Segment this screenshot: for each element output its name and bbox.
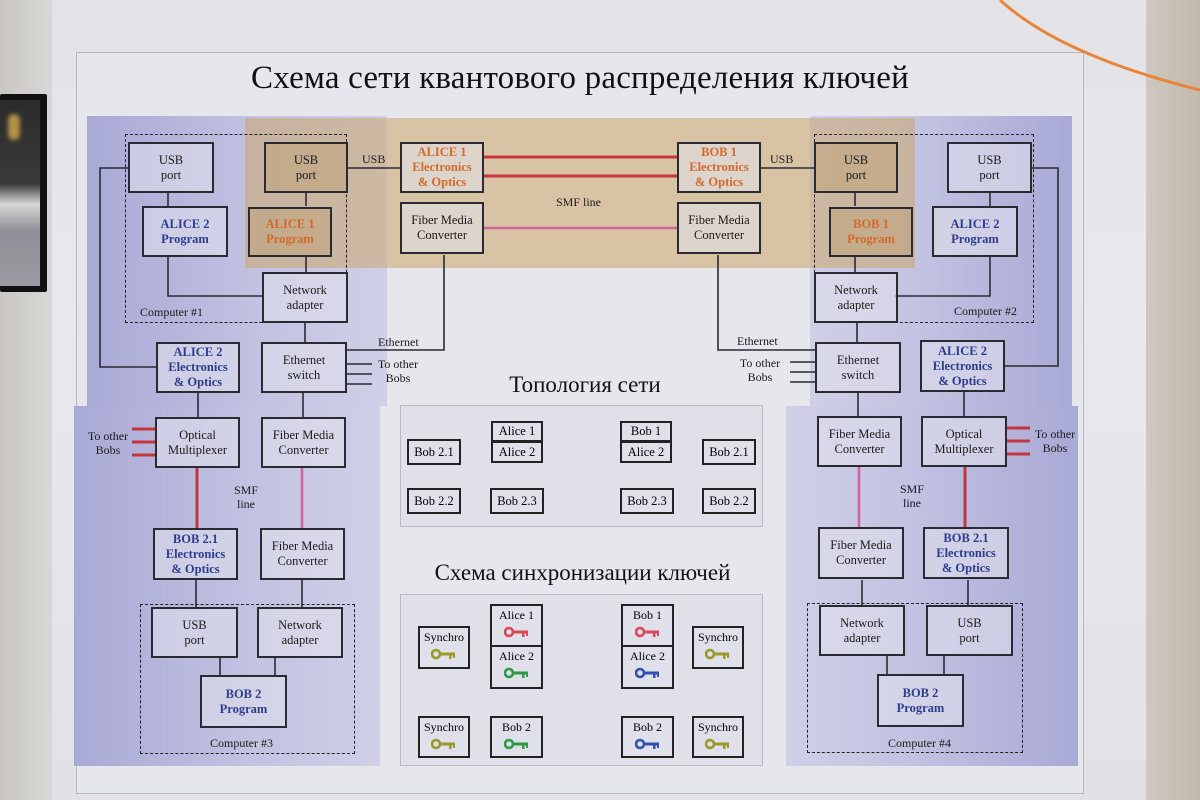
topo-node: Bob 2.3 bbox=[620, 488, 674, 514]
key-icon bbox=[503, 738, 528, 750]
computer-2-outline bbox=[814, 134, 1034, 323]
to-other-bobs-label: To other Bobs bbox=[87, 429, 129, 457]
sync-node-synchro: Synchro bbox=[692, 716, 744, 758]
sync-node-alice1: Alice 1 bbox=[490, 604, 543, 647]
wall-picture-frame bbox=[0, 94, 47, 292]
key-icon bbox=[503, 626, 528, 638]
ethernet-label: Ethernet bbox=[737, 334, 778, 348]
poster-title: Схема сети квантового распределения ключ… bbox=[251, 60, 909, 96]
sync-node-bob1: Bob 1 bbox=[621, 604, 674, 647]
usb-link-label: USB bbox=[770, 152, 794, 166]
topology-title: Топология сети bbox=[509, 372, 661, 397]
computer-1-outline bbox=[125, 134, 347, 323]
computer-1-label: Computer #1 bbox=[140, 305, 203, 319]
topo-node: Bob 2.3 bbox=[490, 488, 544, 514]
key-icon bbox=[705, 738, 729, 750]
topo-node: Alice 2 bbox=[620, 441, 672, 463]
sync-node-synchro: Synchro bbox=[692, 626, 744, 669]
key-icon bbox=[634, 626, 659, 638]
sync-node-synchro: Synchro bbox=[418, 626, 470, 669]
key-icon bbox=[705, 648, 729, 660]
topo-node: Bob 2.2 bbox=[702, 488, 756, 514]
sync-node-synchro: Synchro bbox=[418, 716, 470, 758]
computer-4-outline bbox=[807, 603, 1023, 753]
key-icon bbox=[431, 738, 455, 750]
key-icon bbox=[634, 738, 659, 750]
to-other-bobs-label: To other Bobs bbox=[377, 357, 419, 385]
topo-node: Bob 2.2 bbox=[407, 488, 461, 514]
topo-node: Bob 2.1 bbox=[407, 439, 461, 465]
sync-node-alice2: Alice 2 bbox=[490, 645, 543, 689]
computer-2-label: Computer #2 bbox=[954, 304, 1017, 318]
sync-title: Схема синхронизации ключей bbox=[434, 560, 731, 585]
key-icon bbox=[503, 667, 528, 679]
sync-node-bob2: Bob 2 bbox=[621, 716, 674, 758]
key-icon bbox=[634, 667, 659, 679]
quantum-link-zone bbox=[245, 118, 915, 268]
topo-node: Bob 1 bbox=[620, 421, 672, 442]
computer-3-label: Computer #3 bbox=[210, 736, 273, 750]
computer-4-label: Computer #4 bbox=[888, 736, 951, 750]
topo-node: Alice 2 bbox=[491, 441, 543, 463]
computer-3-outline bbox=[140, 604, 355, 754]
sync-node-alice2: Alice 2 bbox=[621, 645, 674, 689]
to-other-bobs-label: To other Bobs bbox=[739, 356, 781, 384]
to-other-bobs-label: To other Bobs bbox=[1034, 427, 1076, 455]
smf-line-label: SMF line bbox=[556, 195, 602, 209]
topo-node: Bob 2.1 bbox=[702, 439, 756, 465]
key-icon bbox=[431, 648, 455, 660]
topo-node: Alice 1 bbox=[491, 421, 543, 442]
usb-link-label: USB bbox=[362, 152, 386, 166]
sync-node-bob2: Bob 2 bbox=[490, 716, 543, 758]
ethernet-label: Ethernet bbox=[378, 335, 419, 349]
wall-picture bbox=[0, 100, 40, 286]
